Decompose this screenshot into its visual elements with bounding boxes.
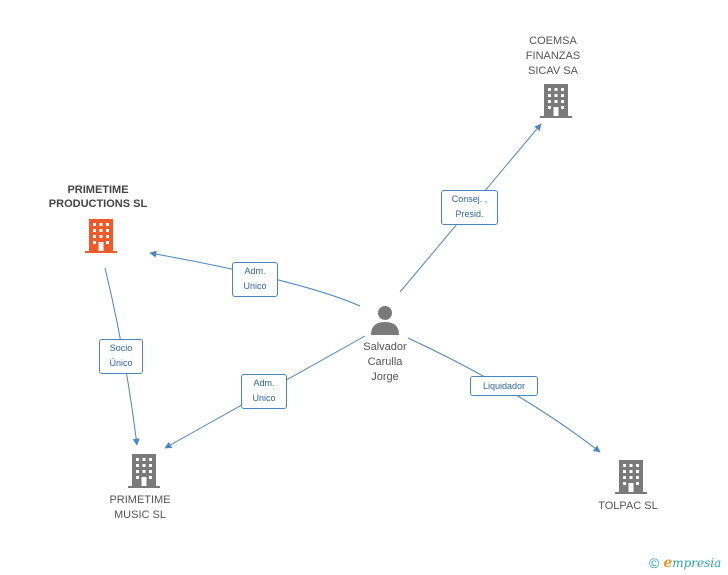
building-icon[interactable] (615, 460, 647, 494)
node-label-primetime-music[interactable]: PRIMETIME MUSIC SL (95, 493, 185, 523)
productions-line1: PRIMETIME (67, 184, 129, 196)
empresia-logo: © empresia (649, 554, 721, 572)
person-line3: Jorge (371, 371, 399, 383)
brand-name: empresia (663, 555, 721, 571)
building-icon[interactable] (128, 454, 160, 488)
adm-music-line1: Adm. (253, 378, 275, 388)
person-icon[interactable] (370, 305, 400, 335)
coemsa-line2: FINANZAS (525, 50, 581, 62)
liquidador-line1: Liquidador (482, 381, 526, 391)
music-line1: PRIMETIME (109, 494, 171, 506)
edge-label-socio[interactable]: Socio Único (99, 339, 143, 374)
person-line2: Carulla (367, 356, 403, 368)
adm-productions-line2: Unico (243, 281, 267, 291)
productions-line2: PRODUCTIONS SL (48, 198, 148, 210)
music-line2: MUSIC SL (114, 509, 166, 521)
edge-label-liquidador[interactable]: Liquidador (470, 376, 538, 396)
edge-label-consej[interactable]: Consej. , Presid. (441, 190, 498, 225)
socio-line1: Socio (109, 343, 133, 353)
building-icon[interactable] (85, 219, 117, 253)
coemsa-line1: COEMSA (529, 35, 577, 47)
tolpac-line1: TOLPAC SL (598, 500, 658, 512)
coemsa-line3: SICAV SA (528, 65, 578, 77)
node-label-coemsa[interactable]: COEMSA FINANZAS SICAV SA (508, 34, 598, 79)
consej-line1: Consej. , (451, 194, 488, 204)
consej-line2: Presid. (455, 209, 484, 219)
node-label-tolpac[interactable]: TOLPAC SL (588, 499, 668, 514)
brand-rest: mpresia (672, 556, 722, 570)
socio-line2: Único (109, 358, 133, 368)
edge-label-adm-productions[interactable]: Adm. Unico (232, 262, 278, 297)
adm-music-line2: Unico (252, 393, 276, 403)
node-label-primetime-productions[interactable]: PRIMETIME PRODUCTIONS SL (38, 183, 158, 211)
node-label-person[interactable]: Salvador Carulla Jorge (343, 340, 427, 385)
edge-label-adm-music[interactable]: Adm. Unico (241, 374, 287, 409)
person-line1: Salvador (363, 341, 407, 353)
brand-initial: e (663, 555, 673, 571)
copyright-icon: © (649, 555, 660, 571)
building-icon[interactable] (540, 84, 572, 118)
adm-productions-line1: Adm. (244, 266, 266, 276)
